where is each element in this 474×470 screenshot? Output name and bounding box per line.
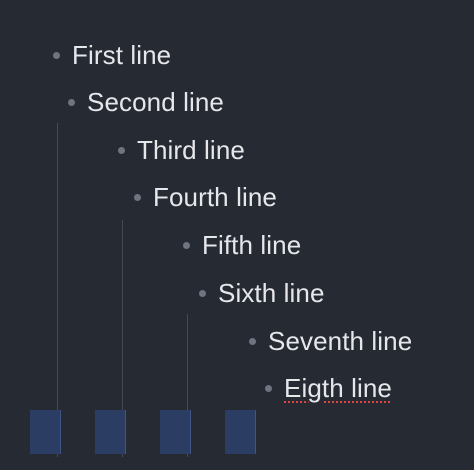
bullet-icon[interactable] xyxy=(53,51,60,59)
bullet-icon[interactable] xyxy=(265,384,272,392)
bullet-icon[interactable] xyxy=(199,289,206,297)
outline-item-text[interactable]: Second line xyxy=(87,86,224,117)
outline-item-4[interactable]: Fourth line xyxy=(134,177,277,217)
outline-item-text[interactable]: Fifth line xyxy=(202,229,302,260)
indent-level-block[interactable] xyxy=(95,410,126,454)
outline-item-6[interactable]: Sixth line xyxy=(199,273,325,313)
outline-item-3[interactable]: Third line xyxy=(118,130,245,170)
indent-guide-line xyxy=(122,220,123,457)
outline-item-text[interactable]: Seventh line xyxy=(268,325,413,356)
outline-item-5[interactable]: Fifth line xyxy=(183,225,301,265)
bullet-icon[interactable] xyxy=(183,241,190,249)
indent-level-block[interactable] xyxy=(225,410,256,454)
outline-item-7[interactable]: Seventh line xyxy=(249,321,412,361)
bullet-icon[interactable] xyxy=(249,337,256,345)
indent-guide-line xyxy=(187,314,188,457)
outline-item-1[interactable]: First line xyxy=(53,35,171,75)
bullet-icon[interactable] xyxy=(68,98,75,106)
outline-item-8[interactable]: Eigth line xyxy=(265,368,392,408)
outline-item-2[interactable]: Second line xyxy=(68,82,224,122)
indent-guide-line xyxy=(57,123,58,457)
outline-item-text[interactable]: Sixth line xyxy=(218,277,325,308)
indent-level-block[interactable] xyxy=(30,410,61,454)
bullet-icon[interactable] xyxy=(118,146,125,154)
outline-item-text[interactable]: Third line xyxy=(137,134,245,165)
indent-level-block[interactable] xyxy=(160,410,191,454)
outline-item-text-misspelled[interactable]: Eigth line xyxy=(284,372,392,403)
bullet-icon[interactable] xyxy=(134,193,141,201)
outline-item-text[interactable]: Fourth line xyxy=(153,181,277,212)
outline-item-text[interactable]: First line xyxy=(72,39,172,70)
